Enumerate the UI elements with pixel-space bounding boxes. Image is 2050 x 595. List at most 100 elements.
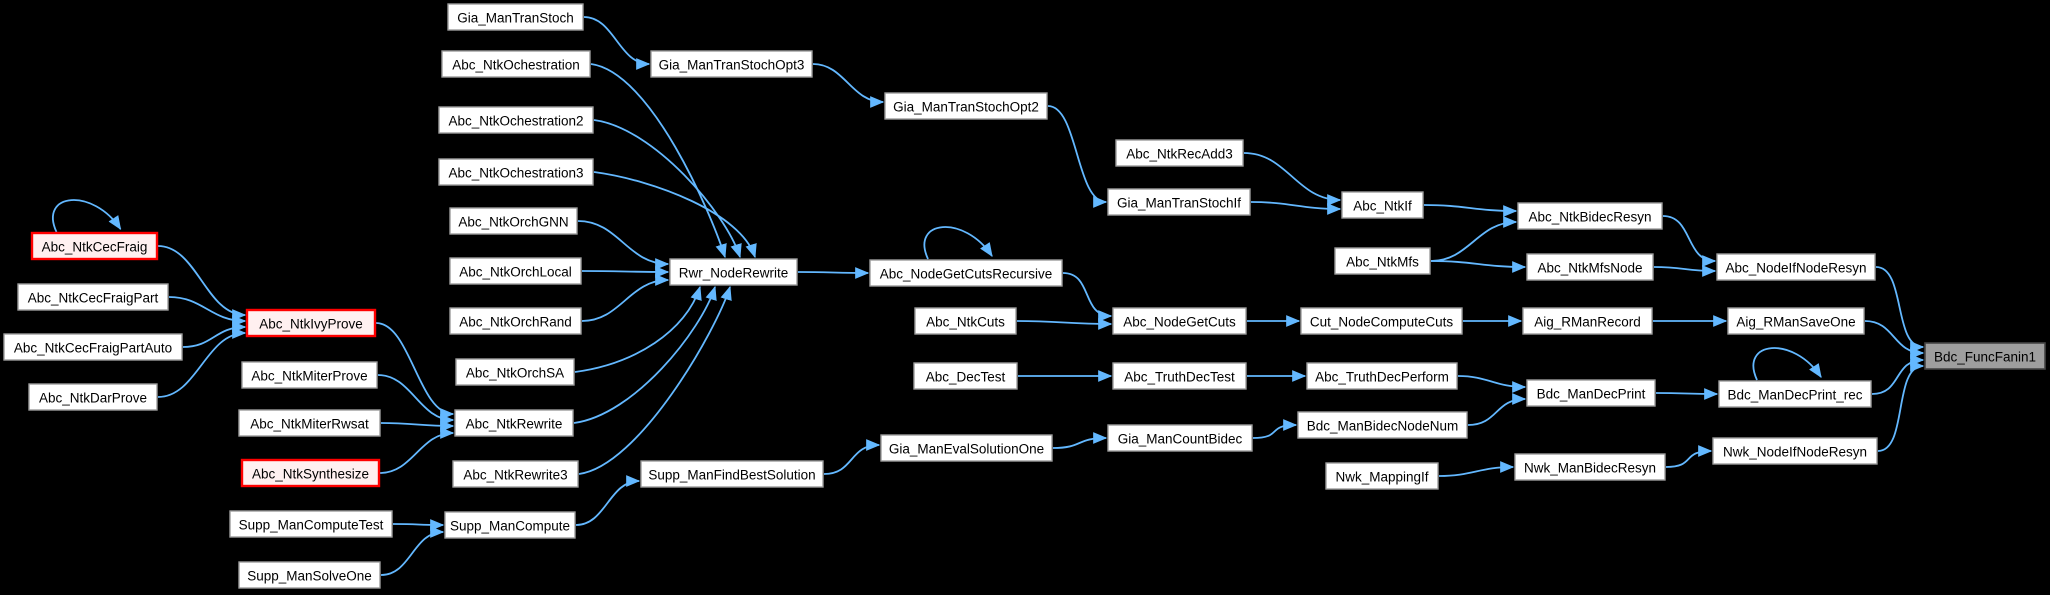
edge-orchlocal-rwr <box>581 266 670 278</box>
node-box-suppsolveone <box>238 561 381 589</box>
node-orchlocal[interactable]: Abc_NtkOrchLocal <box>449 257 582 285</box>
node-orchsa[interactable]: Abc_NtkOrchSA <box>455 358 575 386</box>
node-box-funcfanin1 <box>1924 342 2046 370</box>
node-box-orchlocal <box>449 257 582 285</box>
node-box-transtochif <box>1107 188 1251 216</box>
node-miterrwsat[interactable]: Abc_NtkMiterRwsat <box>238 409 381 437</box>
edge-nwknodeif-funcfanin1 <box>1877 360 1925 452</box>
node-cutnodecompute[interactable]: Cut_NodeComputeCuts <box>1300 307 1463 335</box>
node-box-countbidec <box>1107 424 1253 452</box>
node-och3[interactable]: Abc_NtkOchestration3 <box>438 158 594 186</box>
node-transtoch[interactable]: Gia_ManTranStoch <box>447 3 584 31</box>
node-rmanrecord[interactable]: Aig_RManRecord <box>1522 307 1653 335</box>
node-box-getcuts <box>1112 307 1247 335</box>
node-box-truthdectest <box>1112 362 1247 390</box>
edge-cecfraigpartauto-ivyprove <box>182 321 247 348</box>
node-och1[interactable]: Abc_NtkOchestration <box>441 50 591 78</box>
node-box-evalsol <box>880 434 1053 462</box>
node-truthdectest[interactable]: Abc_TruthDecTest <box>1112 362 1247 390</box>
node-box-nwkmanbidec <box>1514 453 1666 481</box>
edge-transtoch-opt3 <box>583 16 651 70</box>
edge-opt3-opt2 <box>812 63 885 108</box>
node-ivyprove[interactable]: Abc_NtkIvyProve <box>245 308 377 338</box>
node-box-dectest <box>913 362 1018 390</box>
edge-ntkrewrite-rwr <box>573 285 717 424</box>
node-box-ntkrewrite <box>454 409 574 437</box>
node-box-ntkcuts <box>914 307 1017 335</box>
node-mappingif[interactable]: Nwk_MappingIf <box>1325 462 1439 490</box>
node-ntkcuts[interactable]: Abc_NtkCuts <box>914 307 1017 335</box>
node-nwkmanbidec[interactable]: Nwk_ManBidecResyn <box>1514 453 1666 481</box>
node-decprintrec[interactable]: Bdc_ManDecPrint_rec <box>1718 380 1872 408</box>
edge-decprintrec-decprintrec-selfloop <box>1752 347 1822 381</box>
edge-mfsnode-nodeifresyn <box>1653 265 1717 277</box>
node-suppsolveone[interactable]: Supp_ManSolveOne <box>238 561 381 589</box>
node-evalsol[interactable]: Gia_ManEvalSolutionOne <box>880 434 1053 462</box>
edge-mandecprint-decprintrec <box>1655 388 1719 400</box>
node-box-decprintrec <box>1718 380 1872 408</box>
node-box-bidecresyn <box>1517 202 1663 230</box>
edge-ntkmfs-mfsnode <box>1430 260 1527 273</box>
node-countbidec[interactable]: Gia_ManCountBidec <box>1107 424 1253 452</box>
edge-opt2-transtochif <box>1047 105 1108 208</box>
edge-rmansaveone-funcfanin1 <box>1864 320 1925 359</box>
node-box-cecfraig <box>30 231 159 261</box>
edge-bidecnodenum-mandecprint <box>1467 393 1527 426</box>
edge-miterrwsat-ntkrewrite <box>380 420 455 432</box>
node-suppcompute[interactable]: Supp_ManCompute <box>444 511 576 539</box>
edge-ntkcuts-getcuts <box>1016 318 1113 330</box>
node-box-nwknodeif <box>1712 437 1878 465</box>
node-ntkrewrite3[interactable]: Abc_NtkRewrite3 <box>452 460 579 488</box>
nodes-layer: Abc_NtkCecFraigAbc_NtkCecFraigPartAbc_Nt… <box>3 3 2046 589</box>
node-mfsnode[interactable]: Abc_NtkMfsNode <box>1526 253 1654 281</box>
node-ntkif[interactable]: Abc_NtkIf <box>1341 191 1424 219</box>
edge-countbidec-bidecnodenum <box>1252 419 1298 439</box>
node-box-opt2 <box>884 92 1048 120</box>
node-opt3[interactable]: Gia_ManTranStochOpt3 <box>650 50 813 78</box>
edge-nwkmanbidec-nwknodeif <box>1665 445 1713 468</box>
node-bidecresyn[interactable]: Abc_NtkBidecResyn <box>1517 202 1663 230</box>
node-truthdecperform[interactable]: Abc_TruthDecPerform <box>1306 362 1458 390</box>
node-rmansaveone[interactable]: Aig_RManSaveOne <box>1727 307 1865 335</box>
node-box-cutnodecompute <box>1300 307 1463 335</box>
node-och2[interactable]: Abc_NtkOchestration2 <box>438 106 594 134</box>
node-opt2[interactable]: Gia_ManTranStochOpt2 <box>884 92 1048 120</box>
node-miterprove[interactable]: Abc_NtkMiterProve <box>241 361 378 389</box>
node-mandecprint[interactable]: Bdc_ManDecPrint <box>1526 379 1656 407</box>
node-cecfraigpartauto[interactable]: Abc_NtkCecFraigPartAuto <box>3 333 183 361</box>
node-dectest[interactable]: Abc_DecTest <box>913 362 1018 390</box>
node-box-ntkif <box>1341 191 1424 219</box>
node-box-recadd3 <box>1115 139 1244 167</box>
node-box-och2 <box>438 106 594 134</box>
node-orchrand[interactable]: Abc_NtkOrchRand <box>449 307 582 335</box>
node-ntkrewrite[interactable]: Abc_NtkRewrite <box>454 409 574 437</box>
node-box-suppcompute <box>444 511 576 539</box>
node-box-rmansaveone <box>1727 307 1865 335</box>
node-ntkmfs[interactable]: Abc_NtkMfs <box>1334 247 1431 275</box>
node-nodeifresyn[interactable]: Abc_NodeIfNodeResyn <box>1716 253 1876 281</box>
node-cecfraigpart[interactable]: Abc_NtkCecFraigPart <box>17 283 169 311</box>
edge-suppcomputetest-suppcompute <box>392 519 445 531</box>
edge-orchrand-rwr <box>581 274 670 322</box>
node-getcuts[interactable]: Abc_NodeGetCuts <box>1112 307 1247 335</box>
node-darprove[interactable]: Abc_NtkDarProve <box>28 383 158 411</box>
node-box-truthdecperform <box>1306 362 1458 390</box>
node-suppcomputetest[interactable]: Supp_ManComputeTest <box>229 510 393 538</box>
edge-evalsol-countbidec <box>1052 432 1108 449</box>
node-findbest[interactable]: Supp_ManFindBestSolution <box>640 460 824 488</box>
node-box-ntkmfs <box>1334 247 1431 275</box>
node-transtochif[interactable]: Gia_ManTranStochIf <box>1107 188 1251 216</box>
node-box-orchrand <box>449 307 582 335</box>
node-cecfraig[interactable]: Abc_NtkCecFraig <box>30 231 159 261</box>
node-rwr[interactable]: Rwr_NodeRewrite <box>669 258 798 286</box>
node-orchgnn[interactable]: Abc_NtkOrchGNN <box>449 207 578 235</box>
node-synthesize[interactable]: Abc_NtkSynthesize <box>240 458 381 488</box>
node-box-ivyprove <box>245 308 377 338</box>
edge-cecfraigpart-ivyprove <box>168 296 247 327</box>
node-getcutsrec[interactable]: Abc_NodeGetCutsRecursive <box>869 259 1063 287</box>
node-recadd3[interactable]: Abc_NtkRecAdd3 <box>1115 139 1244 167</box>
node-nwknodeif[interactable]: Nwk_NodeIfNodeResyn <box>1712 437 1878 465</box>
node-bidecnodenum[interactable]: Bdc_ManBidecNodeNum <box>1297 411 1468 439</box>
